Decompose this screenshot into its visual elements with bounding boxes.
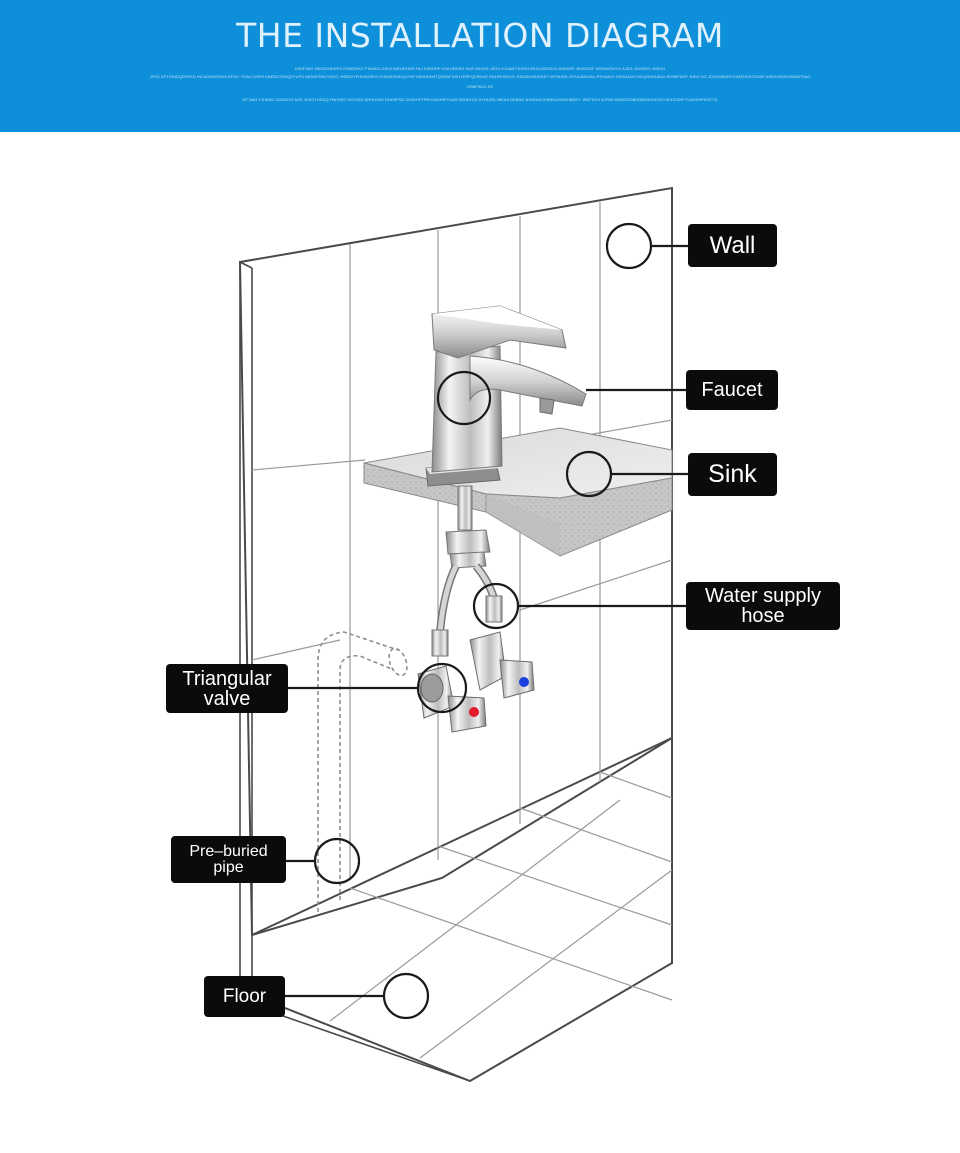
pre-buried-pipe-drawing xyxy=(317,631,408,912)
label-water-supply-hose-line1: Water supply xyxy=(705,585,821,607)
banner-fine-print: JFSG DFTGDIDQDFDKD HG AGDDGDNS DFGG YGAG… xyxy=(149,74,811,79)
label-sink-text: Sink xyxy=(708,460,757,488)
header-banner: THE INSTALLATION DIAGRAM KSDFJAG 3SDGDHK… xyxy=(0,0,960,132)
label-triangular-valve: Triangular valve xyxy=(166,664,288,713)
banner-fine-print: DF SAG FJHASG GDGDHG ASD JDSGYHDDQ FBHYE… xyxy=(242,97,718,102)
wall-structure xyxy=(238,186,673,1083)
banner-fine-print: KSDFJAG 3SDGDHKDFG KSNGDHG FTAAKG DJKG A… xyxy=(294,66,666,71)
valve-drawing xyxy=(417,631,535,733)
banner-title: THE INSTALLATION DIAGRAM xyxy=(236,16,724,55)
label-pre-buried-pipe-line2: pipe xyxy=(213,858,244,876)
label-sink: Sink xyxy=(688,453,777,496)
label-pre-buried-pipe: Pre–buried pipe xyxy=(171,836,286,883)
label-faucet: Faucet xyxy=(686,370,778,410)
cold-indicator xyxy=(519,677,529,687)
label-wall: Wall xyxy=(688,224,777,267)
faucet-drawing xyxy=(425,305,587,487)
label-triangular-valve-line2: valve xyxy=(203,687,251,710)
label-triangular-valve-line1: Triangular xyxy=(182,667,272,690)
label-wall-text: Wall xyxy=(709,231,756,259)
callouts xyxy=(285,222,688,1020)
label-faucet-text: Faucet xyxy=(701,379,763,401)
hot-indicator xyxy=(469,707,479,717)
label-water-supply-hose: Water supply hose xyxy=(686,582,840,630)
label-floor: Floor xyxy=(204,976,285,1017)
installation-diagram xyxy=(238,186,688,1083)
sink-counter xyxy=(363,427,673,557)
label-pre-buried-pipe-line1: Pre–buried xyxy=(189,842,268,860)
hose-drawing xyxy=(431,485,503,657)
label-floor-text: Floor xyxy=(222,986,267,1007)
floor-tiles xyxy=(329,771,673,1059)
banner-fine-print: DSBFSDG.SS xyxy=(467,84,493,89)
label-water-supply-hose-line2: hose xyxy=(741,605,785,627)
